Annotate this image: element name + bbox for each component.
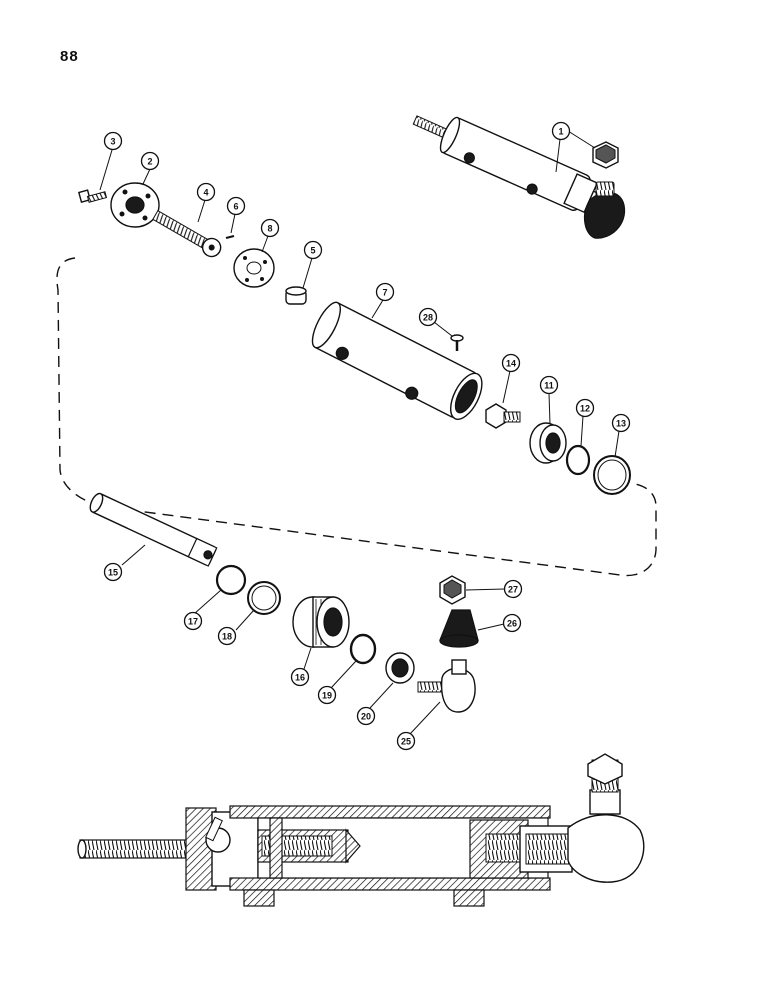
callout-26: 26	[502, 613, 522, 633]
callout-circle	[503, 579, 523, 599]
part-tierod-25	[417, 659, 476, 713]
part-ring-18	[247, 581, 281, 615]
part-plate-2	[110, 182, 160, 228]
callout-number: 27	[508, 585, 518, 595]
callout-15: 15	[103, 562, 123, 582]
callout-number: 2	[147, 157, 152, 167]
part-ring-17	[215, 564, 247, 596]
callout-circle	[611, 413, 631, 433]
callout-number: 12	[580, 404, 590, 414]
cross-section-assembly	[77, 753, 645, 907]
callout-circle	[418, 307, 438, 327]
callout-number: 16	[295, 673, 305, 683]
callout-4: 4	[196, 182, 216, 202]
callout-circle	[196, 182, 216, 202]
callout-12: 12	[575, 398, 595, 418]
part-cylinder-7	[311, 301, 483, 420]
callout-number: 11	[544, 381, 554, 391]
callout-circle	[501, 353, 521, 373]
callout-16: 16	[290, 667, 310, 687]
callout-number: 19	[322, 691, 332, 701]
callout-circle	[575, 398, 595, 418]
assembled-cylinder	[412, 115, 626, 239]
part-bolt-3	[78, 189, 108, 203]
part-pin-6	[225, 235, 235, 239]
callout-circle	[290, 667, 310, 687]
callout-number: 14	[506, 359, 516, 369]
callout-7: 7	[375, 282, 395, 302]
callout-number: 3	[110, 137, 115, 147]
callout-13: 13	[611, 413, 631, 433]
callout-circle	[317, 685, 337, 705]
callout-number: 26	[507, 619, 517, 629]
callout-circle	[356, 706, 376, 726]
part-nut-27	[439, 575, 466, 605]
callout-number: 28	[423, 313, 433, 323]
callout-11: 11	[539, 375, 559, 395]
callout-number: 18	[222, 632, 232, 642]
part-screw-28	[450, 334, 464, 351]
callout-20: 20	[356, 706, 376, 726]
part-ring-19	[349, 633, 377, 665]
part-ring-12	[565, 444, 591, 476]
part-ring-13	[593, 455, 631, 495]
callout-number: 8	[267, 224, 272, 234]
callout-circle	[396, 731, 416, 751]
callout-circle	[551, 121, 571, 141]
callout-8: 8	[260, 218, 280, 238]
callout-6: 6	[226, 196, 246, 216]
part-piston-16	[292, 596, 350, 648]
callout-number: 17	[188, 617, 198, 627]
part-stud-4	[152, 209, 222, 258]
callout-number: 15	[108, 568, 118, 578]
part-cap-5	[285, 286, 307, 305]
callout-number: 5	[310, 246, 315, 256]
part-rod-15	[89, 492, 218, 567]
callout-2: 2	[140, 151, 160, 171]
callout-circle	[226, 196, 246, 216]
part-plate-8	[233, 248, 275, 288]
part-fitting-14	[485, 403, 521, 429]
callout-circle	[260, 218, 280, 238]
callout-circle	[303, 240, 323, 260]
callout-number: 25	[401, 737, 411, 747]
callout-3: 3	[103, 131, 123, 151]
callout-19: 19	[317, 685, 337, 705]
callout-circle	[502, 613, 522, 633]
group-outline	[56, 257, 657, 577]
callout-number: 4	[203, 188, 208, 198]
leader-lines	[99, 130, 620, 735]
callout-circle	[103, 562, 123, 582]
callout-number: 6	[233, 202, 238, 212]
callout-number: 1	[558, 127, 563, 137]
callout-28: 28	[418, 307, 438, 327]
callout-circle	[103, 131, 123, 151]
callout-number: 13	[616, 419, 626, 429]
part-washer-20	[385, 652, 415, 684]
callout-17: 17	[183, 611, 203, 631]
callout-circle	[539, 375, 559, 395]
callout-14: 14	[501, 353, 521, 373]
callout-circle	[217, 626, 237, 646]
callout-27: 27	[503, 579, 523, 599]
page-number: 88	[60, 48, 79, 65]
callout-5: 5	[303, 240, 323, 260]
callout-number: 20	[361, 712, 371, 722]
callout-25: 25	[396, 731, 416, 751]
callout-1: 1	[551, 121, 571, 141]
callout-circle	[140, 151, 160, 171]
callout-circle	[183, 611, 203, 631]
callout-18: 18	[217, 626, 237, 646]
part-gland-11	[529, 422, 567, 464]
callout-circle	[375, 282, 395, 302]
callout-number: 7	[382, 288, 387, 298]
part-boot-26	[439, 609, 479, 648]
